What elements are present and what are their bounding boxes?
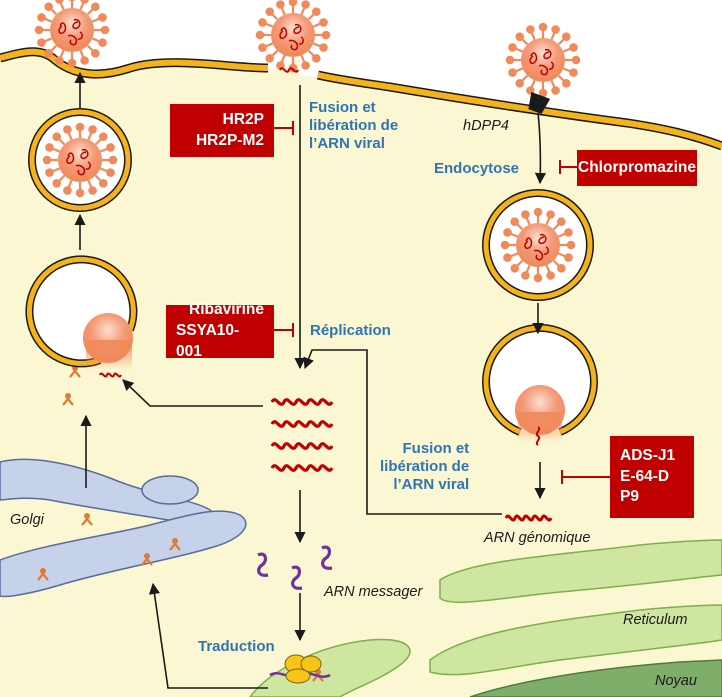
label-traduction: Traduction [198, 638, 275, 655]
label-replication: Réplication [310, 322, 391, 339]
label-fusion-top: Fusion et libération de l’ARN viral [309, 99, 399, 152]
mrna [257, 545, 333, 590]
exocytic-vesicle [28, 108, 132, 212]
virus-icon [34, 0, 110, 68]
label-arn-genomique: ARN génomique [484, 530, 591, 546]
genomic-rna [504, 514, 553, 522]
endosome [482, 189, 594, 301]
budding-vesicle [25, 255, 138, 378]
label-reticulum: Reticulum [623, 612, 688, 628]
inhibition-lines [274, 121, 610, 484]
label-hdpp4: hDPP4 [463, 118, 509, 134]
label-fusion-right: Fusion et libération de l’ARN viral [380, 440, 470, 493]
label-endocytose: Endocytose [434, 160, 520, 177]
inhibitor-box-chlorpromazine: Chlorpromazine [577, 150, 697, 186]
fusing-endosome [482, 323, 598, 446]
inhibitor-box-ads: ADS-J1 E-64-D P9 [610, 436, 694, 518]
replicated-rna [270, 398, 334, 472]
inhibitor-box-hr2p: HR2P HR2P-M2 [170, 104, 274, 157]
label-golgi: Golgi [10, 512, 44, 528]
label-arn-messager: ARN messager [324, 584, 423, 600]
noyau [469, 659, 722, 697]
ribosome-icon [269, 654, 331, 684]
hdpp4-receptor-icon [528, 92, 551, 114]
flow-arrows [74, 71, 547, 689]
golgi [0, 458, 247, 598]
virus-icon [505, 22, 581, 98]
inhibitor-box-ribavirine: Ribavirine SSYA10-001 [166, 301, 274, 360]
label-noyau: Noyau [655, 673, 697, 689]
virus-icon [255, 0, 331, 73]
